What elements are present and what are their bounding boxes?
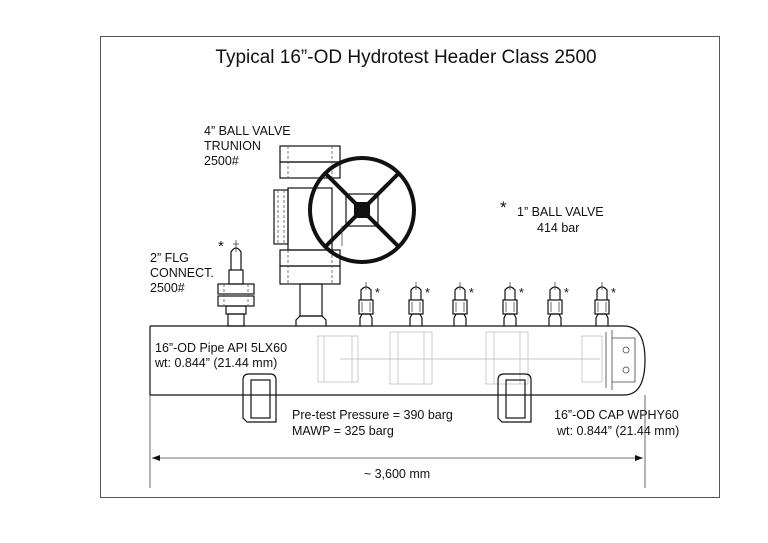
- small-valve-asterisk: *: [611, 286, 616, 300]
- small-ball-valve: [452, 282, 468, 326]
- small-ball-valve: [408, 282, 424, 326]
- cap-label-line2: wt: 0.844” (21.44 mm): [556, 424, 679, 438]
- length-dimension-label: ~ 3,600 mm: [364, 467, 430, 481]
- flange-asterisk: *: [218, 238, 224, 255]
- small-ball-valve: [547, 282, 563, 326]
- pipe-label-line2: wt: 0.844” (21.44 mm): [154, 356, 277, 370]
- flange-connection: [217, 240, 255, 327]
- small-valve-asterisk-legend: *: [500, 198, 507, 217]
- mawp-label: MAWP = 325 barg: [292, 424, 394, 438]
- small-valve-row: * * * * * *: [358, 282, 616, 326]
- pipe-support-left: [242, 373, 277, 423]
- small-valve-asterisk: *: [564, 286, 569, 300]
- internal-ghost-components: [317, 331, 603, 385]
- small-valve-asterisk: *: [519, 286, 524, 300]
- small-valve-asterisk: *: [425, 286, 430, 300]
- small-ball-valve: [358, 282, 374, 326]
- flange-label-line2: CONNECT.: [150, 266, 214, 280]
- pretest-pressure-label: Pre-test Pressure = 390 barg: [292, 408, 453, 422]
- diagram-title: Typical 16”-OD Hydrotest Header Class 25…: [215, 47, 596, 68]
- main-valve-label-line1: 4” BALL VALVE: [204, 124, 291, 138]
- small-valve-asterisk: *: [375, 286, 380, 300]
- main-valve-label-line2: TRUNION: [204, 139, 261, 153]
- small-valve-asterisk: *: [469, 286, 474, 300]
- small-valve-label-line2: 414 bar: [537, 221, 579, 235]
- pipe-support-right: [497, 373, 532, 423]
- flange-label-line1: 2” FLG: [150, 251, 189, 265]
- small-ball-valve: [502, 282, 518, 326]
- diagram-frame: [100, 36, 720, 498]
- small-ball-valve: [594, 282, 610, 326]
- cap-label-line1: 16”-OD CAP WPHY60: [554, 408, 679, 422]
- flange-label-line3: 2500#: [150, 281, 185, 295]
- main-valve-label-line3: 2500#: [204, 154, 239, 168]
- main-ball-valve: [273, 145, 416, 326]
- small-valve-label-line1: 1” BALL VALVE: [517, 205, 604, 219]
- length-dimension: [149, 395, 646, 488]
- header-pipe: [149, 325, 646, 396]
- pipe-label-line1: 16”-OD Pipe API 5LX60: [155, 341, 287, 355]
